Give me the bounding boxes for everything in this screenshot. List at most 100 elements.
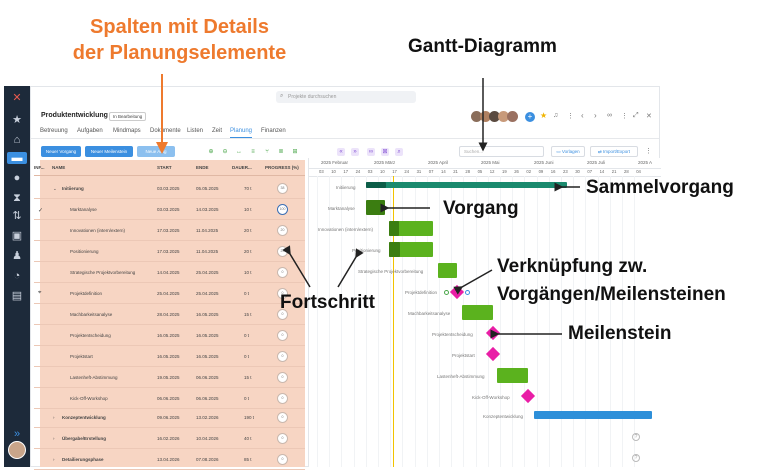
document-icon[interactable]: ▤ bbox=[11, 290, 23, 302]
zoom-in-icon[interactable]: ⊕ bbox=[208, 149, 214, 155]
gantt-day-label: 31 bbox=[416, 169, 422, 174]
row-end: 14.03.2025 bbox=[196, 207, 219, 212]
home-icon[interactable]: ⌂ bbox=[13, 134, 21, 146]
outdent-icon[interactable]: ≣ bbox=[278, 149, 284, 155]
gantt-bar-innovationen[interactable] bbox=[389, 221, 433, 236]
grid-header-divider bbox=[34, 175, 305, 176]
tab-zeit[interactable]: Zeit bbox=[212, 128, 223, 134]
gantt-label-innovationen: Innovationen (intern/extern) bbox=[318, 227, 374, 232]
gantt-label-projektstart: Projektstart bbox=[452, 353, 475, 358]
col-header-end[interactable]: ENDE bbox=[196, 165, 209, 170]
col-header-name[interactable]: NAME bbox=[52, 165, 66, 170]
gantt-bar-strategische-projektvorbereitung[interactable] bbox=[438, 263, 457, 278]
zoom-out-icon[interactable]: ⊖ bbox=[222, 149, 228, 155]
tab-betreuung[interactable]: Betreuung bbox=[40, 128, 68, 134]
gantt-label-strategische: Strategische Projektvorbereitung bbox=[358, 269, 424, 274]
check-icon[interactable]: ● bbox=[13, 172, 21, 184]
status-badge[interactable]: In Bearbeitung bbox=[109, 112, 147, 121]
bell-icon[interactable]: ♫ bbox=[553, 112, 559, 119]
col-header-progress[interactable]: PROGRESS (%) bbox=[265, 165, 299, 170]
gantt-gridline bbox=[512, 176, 514, 467]
contact-icon[interactable]: ▣ bbox=[11, 230, 23, 242]
gantt-bar-initiierung[interactable] bbox=[366, 182, 567, 188]
gantt-bar-lastenheft-abstimmung[interactable] bbox=[497, 368, 528, 383]
new-task-button[interactable]: Neuer Vorgang bbox=[41, 146, 81, 157]
fit-icon[interactable]: ↔ bbox=[236, 149, 242, 155]
gantt-gridline bbox=[439, 176, 440, 467]
gantt-day-label: 21 bbox=[611, 169, 617, 174]
gantt-bar-innovationen-progress bbox=[389, 221, 399, 236]
row-name: Übergabe/Erstellung bbox=[62, 436, 107, 441]
gantt-bar-marktanalyse[interactable] bbox=[366, 200, 385, 215]
chevron-right-icon[interactable]: › bbox=[594, 111, 597, 120]
avatar[interactable] bbox=[8, 441, 26, 459]
gantt-search-placeholder: Suchen... bbox=[464, 149, 484, 154]
gantt-bar-machbarkeitsanalyse[interactable] bbox=[462, 305, 493, 320]
grid-icon[interactable]: ⊞ bbox=[292, 149, 298, 155]
pie-icon[interactable]: ◔ bbox=[13, 270, 21, 282]
gantt-gridline bbox=[390, 176, 392, 467]
tab-mindmaps[interactable]: Mindmaps bbox=[113, 128, 141, 134]
import-export-button[interactable]: ⇄ Import/Export bbox=[590, 146, 638, 157]
gantt-bar-positionierung[interactable] bbox=[389, 242, 433, 257]
indent-icon[interactable]: ≡ bbox=[251, 149, 255, 155]
expand-chevron-icon[interactable]: › bbox=[53, 415, 55, 420]
link-dot-icon bbox=[444, 290, 449, 295]
close-icon[interactable]: ✕ bbox=[646, 113, 652, 120]
expand-window-icon[interactable]: ⤢ bbox=[633, 112, 639, 119]
hourglass-icon[interactable]: ⧗ bbox=[13, 192, 21, 204]
gantt-month-label: 2025 Juli bbox=[587, 160, 606, 165]
tab-finanzen[interactable]: Finanzen bbox=[261, 128, 286, 134]
more-icon[interactable]: ⋮ bbox=[567, 113, 574, 120]
gantt-gridline bbox=[402, 176, 404, 467]
chain-icon[interactable]: ∞ bbox=[367, 148, 375, 156]
info-icon[interactable]: ? bbox=[632, 454, 640, 462]
user-icon[interactable]: ♟ bbox=[12, 250, 22, 262]
gantt-gridline bbox=[317, 176, 318, 467]
star-icon[interactable]: ★ bbox=[12, 114, 22, 126]
col-header-info[interactable]: INF... bbox=[34, 165, 45, 170]
favorite-icon[interactable]: ★ bbox=[540, 111, 548, 120]
row-end: 16.05.2025 bbox=[196, 333, 219, 338]
row-divider bbox=[34, 303, 305, 304]
gantt-bar-konzeptentwicklung[interactable] bbox=[534, 411, 652, 419]
col-header-duration[interactable]: DAUER... bbox=[232, 165, 252, 170]
row-duration: 85 t bbox=[244, 457, 252, 462]
arrow-left-icon[interactable]: « bbox=[337, 148, 345, 156]
row-divider bbox=[34, 219, 305, 220]
transfer-icon[interactable]: ⇅ bbox=[12, 210, 22, 222]
gantt-month-divider bbox=[309, 168, 661, 169]
global-search[interactable]: ⌕ Projekte durchsuchen bbox=[276, 91, 416, 103]
expand-chevron-icon[interactable]: › bbox=[53, 457, 55, 462]
templates-button[interactable]: ▭ Vorlagen bbox=[551, 146, 585, 157]
tab-planung[interactable]: Planung bbox=[230, 128, 253, 134]
row-start: 14.04.2025 bbox=[157, 270, 180, 275]
info-icon[interactable]: ? bbox=[632, 433, 640, 441]
toolbar-more-icon[interactable]: ⋮ bbox=[645, 148, 652, 155]
chevron-left-icon[interactable]: ‹ bbox=[581, 111, 584, 120]
add-member-button[interactable]: + bbox=[525, 112, 535, 122]
col-header-start[interactable]: START bbox=[157, 165, 172, 170]
row-divider bbox=[34, 324, 305, 325]
gantt-gridline bbox=[548, 176, 550, 467]
expand-chevron-icon[interactable]: ⌄ bbox=[53, 186, 57, 191]
projects-icon[interactable]: ▬ bbox=[7, 152, 27, 164]
gantt-search-input[interactable]: Suchen... bbox=[459, 146, 544, 157]
tab-aufgaben[interactable]: Aufgaben bbox=[77, 128, 103, 134]
menu-icon[interactable]: ⋮ bbox=[621, 113, 628, 120]
team-avatars[interactable] bbox=[471, 111, 521, 123]
tree-icon[interactable]: ⑂ bbox=[265, 149, 269, 155]
row-end: 05.05.2025 bbox=[196, 186, 219, 191]
row-end: 06.06.2025 bbox=[196, 396, 219, 401]
gantt-day-label: 30 bbox=[575, 169, 580, 174]
tab-listen[interactable]: Listen bbox=[187, 128, 204, 134]
link-icon[interactable]: ∞ bbox=[607, 112, 612, 119]
logo-icon[interactable]: ✕ bbox=[12, 92, 22, 104]
tab-dokumente[interactable]: Dokumente bbox=[150, 128, 181, 134]
zoom-icon[interactable]: ⌕ bbox=[395, 148, 403, 156]
new-milestone-button[interactable]: Neuer Meilenstein bbox=[85, 146, 133, 157]
expand-chevron-icon[interactable]: › bbox=[53, 436, 55, 441]
expand-icon[interactable]: » bbox=[13, 428, 21, 440]
network-icon[interactable]: ⊠ bbox=[381, 148, 389, 156]
arrow-right-icon[interactable]: » bbox=[351, 148, 359, 156]
